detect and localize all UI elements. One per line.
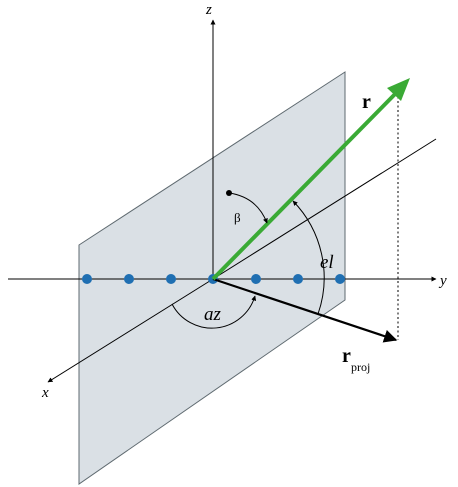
array-elements: [82, 274, 345, 284]
r-vector-label: r: [362, 91, 371, 113]
r-proj-label-main: r: [342, 345, 351, 367]
r-vector: [211, 86, 403, 281]
elevation-arc: [292, 200, 325, 315]
array-element: [293, 274, 303, 284]
r-proj-vector: [212, 277, 398, 343]
x-axis-line: [47, 278, 214, 383]
x-axis-label: x: [41, 385, 49, 401]
r-proj-label-subscript: proj: [351, 360, 370, 374]
array-element: [251, 274, 261, 284]
x-axis-extension: [212, 138, 437, 280]
array-element: [124, 274, 134, 284]
y-axis-label: y: [438, 273, 447, 289]
z-axis-label: z: [205, 2, 212, 18]
elevation-label: el: [320, 252, 334, 273]
azimuth-arc: [171, 295, 257, 329]
beta-label: β: [234, 210, 241, 225]
r-vector-arrowhead: [387, 78, 410, 101]
array-element: [335, 274, 345, 284]
array-element: [166, 274, 176, 284]
array-element: [82, 274, 92, 284]
azimuth-label: az: [204, 304, 222, 325]
beta-arc: [228, 192, 268, 224]
